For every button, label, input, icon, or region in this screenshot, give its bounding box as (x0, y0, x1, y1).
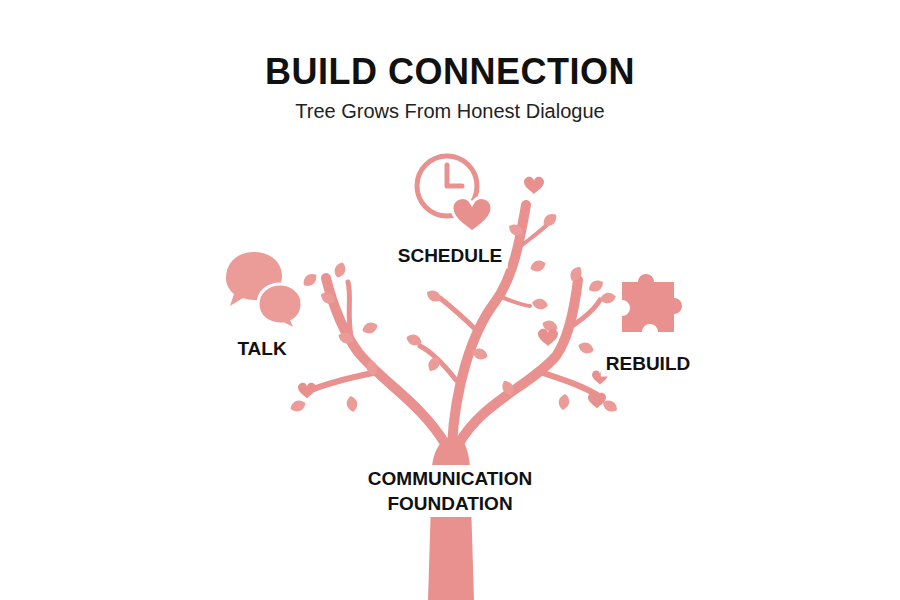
hearts (298, 177, 608, 408)
speech-bubbles-icon (226, 252, 302, 330)
diagram-title: BUILD CONNECTION (265, 51, 635, 93)
puzzle-piece-icon (622, 274, 682, 332)
branch-label: REBUILD (601, 350, 695, 377)
branch-label: SCHEDULE (393, 242, 508, 269)
branches (306, 205, 602, 445)
branch-label: TALK (232, 335, 291, 362)
leaves (289, 211, 620, 415)
clock-heart-icon (417, 156, 492, 232)
branch-label: COMMUNICATION FOUNDATION (340, 465, 560, 517)
trunk (428, 438, 474, 600)
diagram-caption: Tree Grows From Honest Dialogue (295, 100, 604, 123)
